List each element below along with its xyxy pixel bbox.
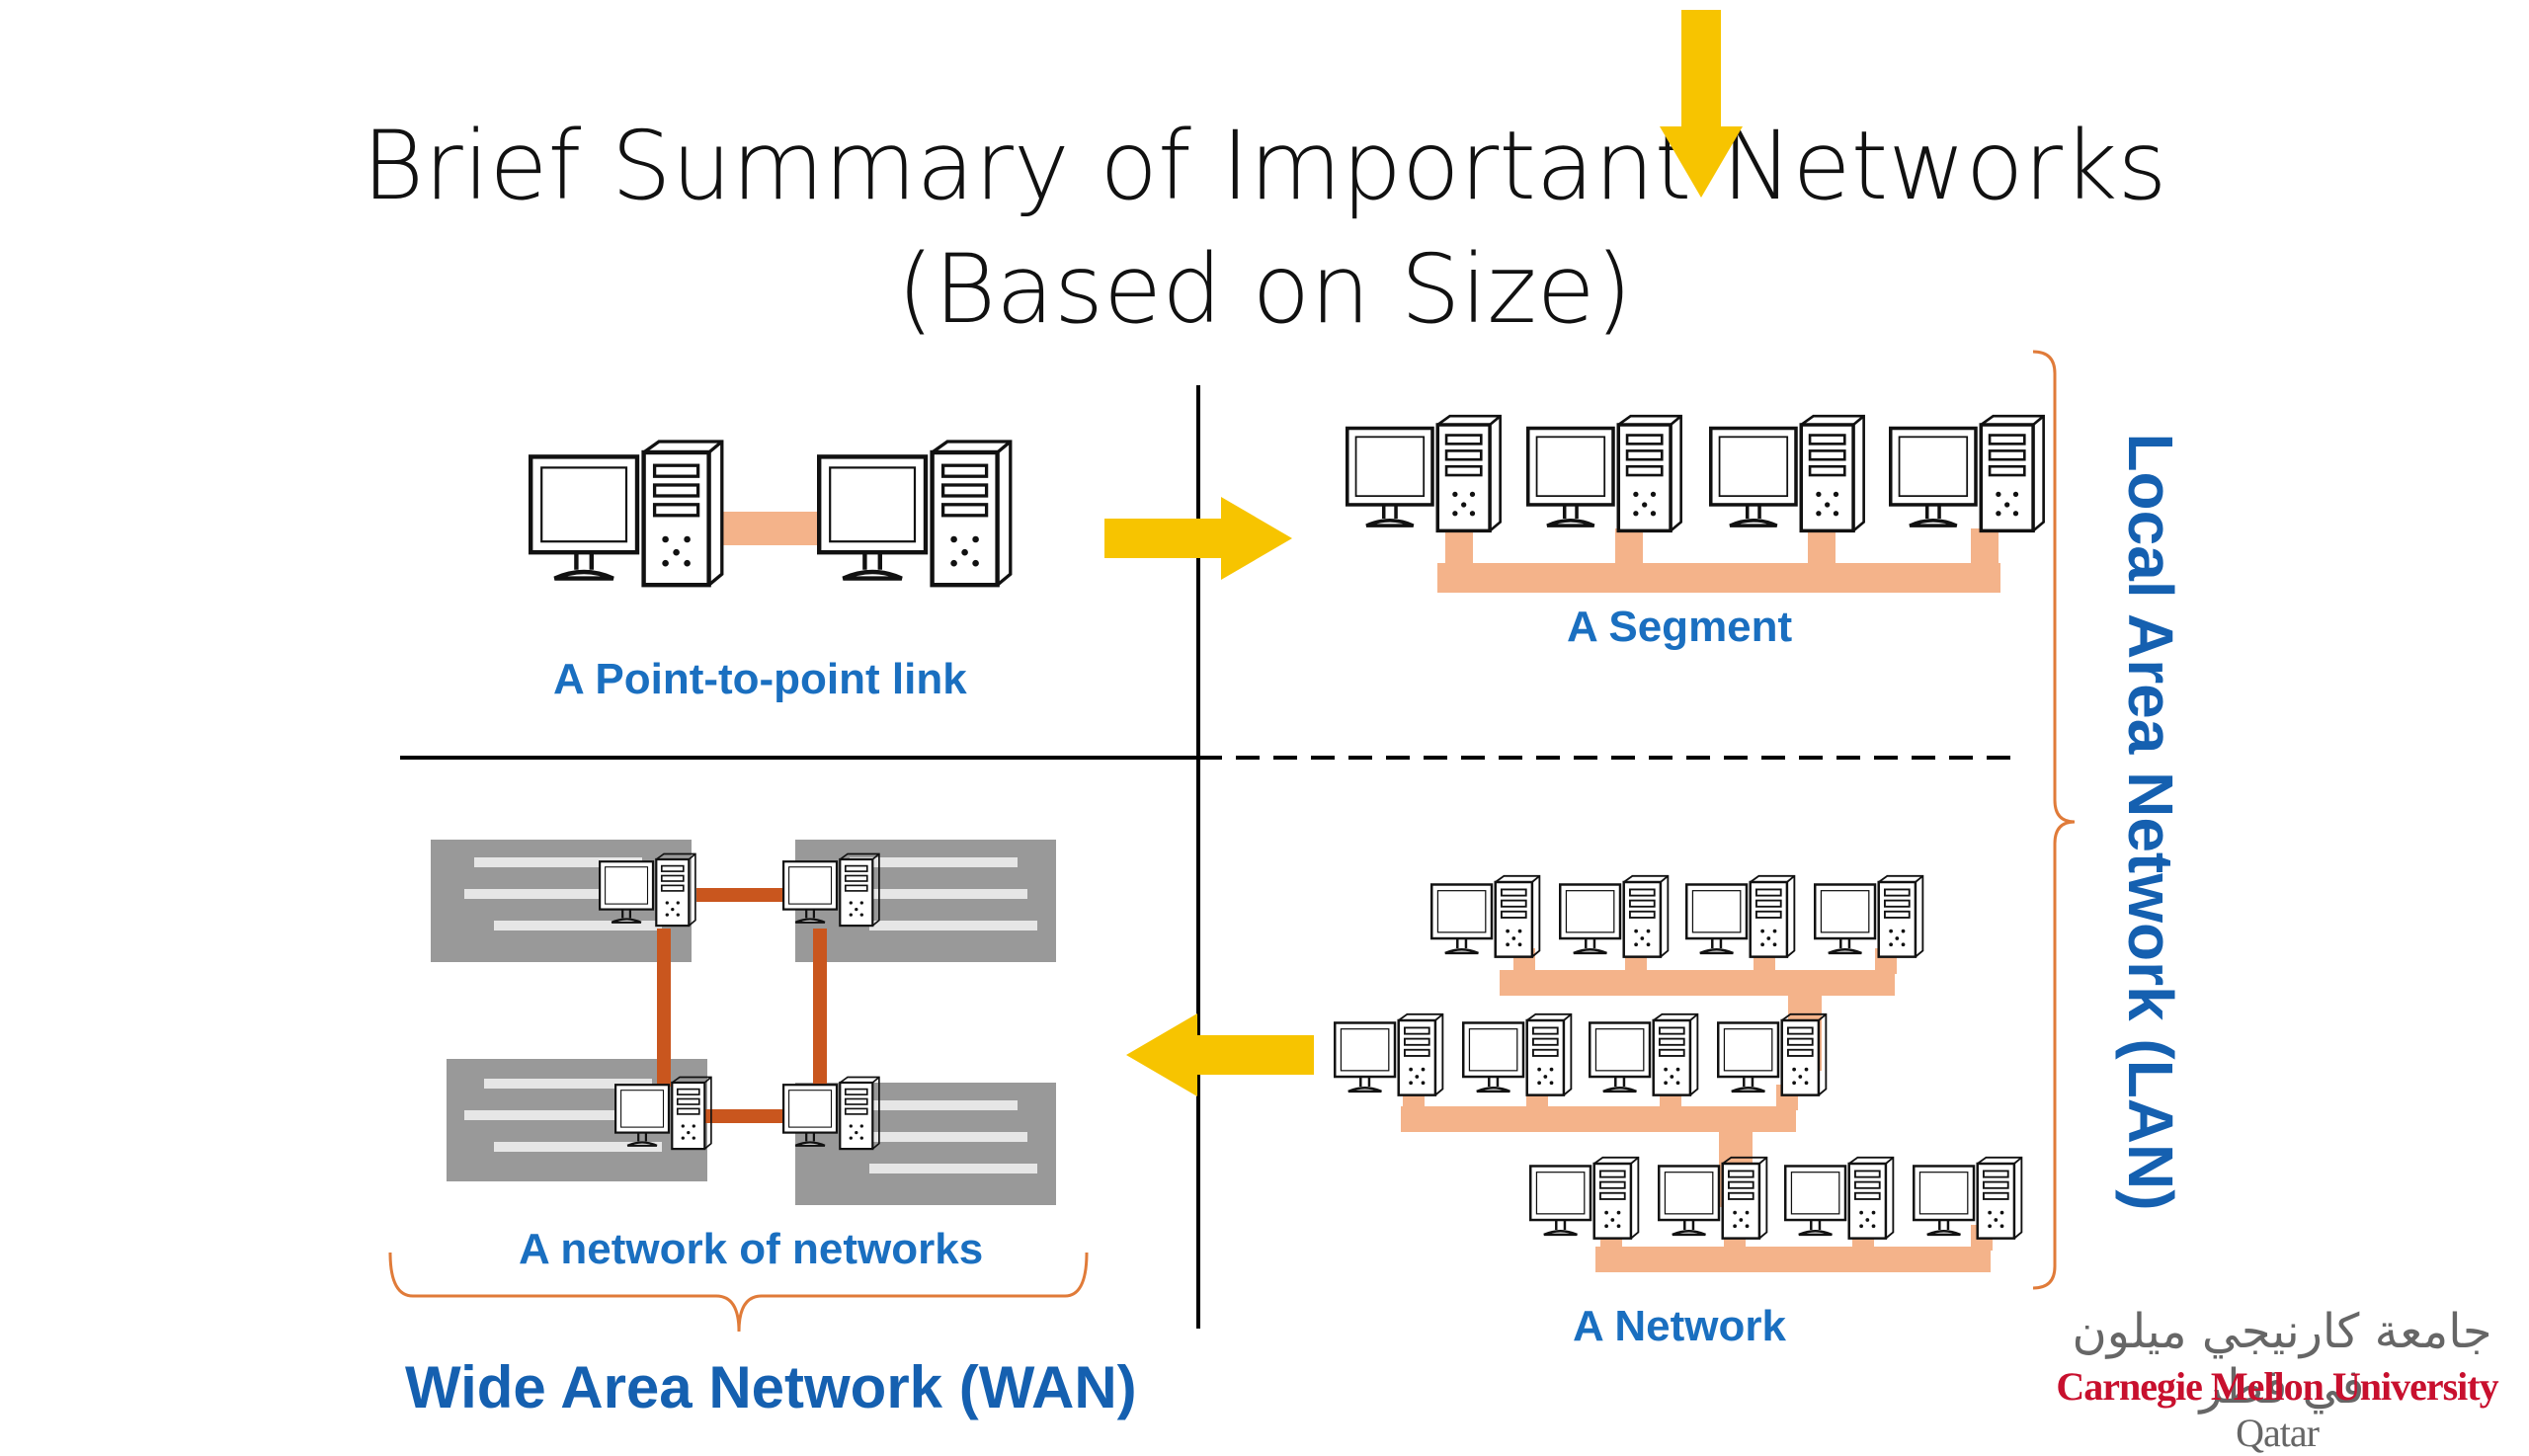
logo-main: Carnegie Mellon University [2056, 1364, 2498, 1409]
down-arrow-icon [1660, 10, 1743, 198]
network-of-networks-label: A network of networks [519, 1225, 984, 1273]
point-to-point-diagram [530, 442, 1011, 585]
segment-diagram [1346, 414, 2046, 593]
desktop-computer-icon [1346, 414, 1503, 533]
desktop-computer-icon [1709, 414, 1866, 533]
wan-label: Wide Area Network (WAN) [405, 1354, 1137, 1420]
desktop-computer-icon [1526, 414, 1683, 533]
desktop-computer-icon [819, 442, 1011, 585]
wan-bracket [388, 1252, 1089, 1333]
desktop-computer-icon [530, 442, 722, 585]
slide-title-line1: Brief Summary of Important Networks [362, 111, 2167, 221]
left-arrow-icon [1126, 1013, 1314, 1096]
slide: Brief Summary of Important Networks (Bas… [362, 10, 2499, 1455]
point-to-point-label: A Point-to-point link [553, 655, 967, 703]
network-diagram [1333, 874, 2023, 1272]
network-label: A Network [1573, 1302, 1786, 1350]
lan-bracket [2032, 350, 2076, 1290]
university-logo-english: Carnegie Mellon University Qatar [2035, 1363, 2519, 1456]
desktop-computer-icon [1889, 414, 2046, 533]
slide-title-line2: (Based on Size) [896, 234, 1633, 345]
network-of-networks-diagram [431, 840, 1056, 1205]
logo-suffix: Qatar [2236, 1411, 2320, 1455]
network-size-diagram: Local Area Network (LAN) [388, 10, 2186, 1333]
university-logo-arabic: جامعة كارنيجي ميلون في قطر [2072, 1304, 2492, 1415]
lan-label: Local Area Network (LAN) [2115, 433, 2186, 1210]
segment-label: A Segment [1567, 603, 1793, 651]
